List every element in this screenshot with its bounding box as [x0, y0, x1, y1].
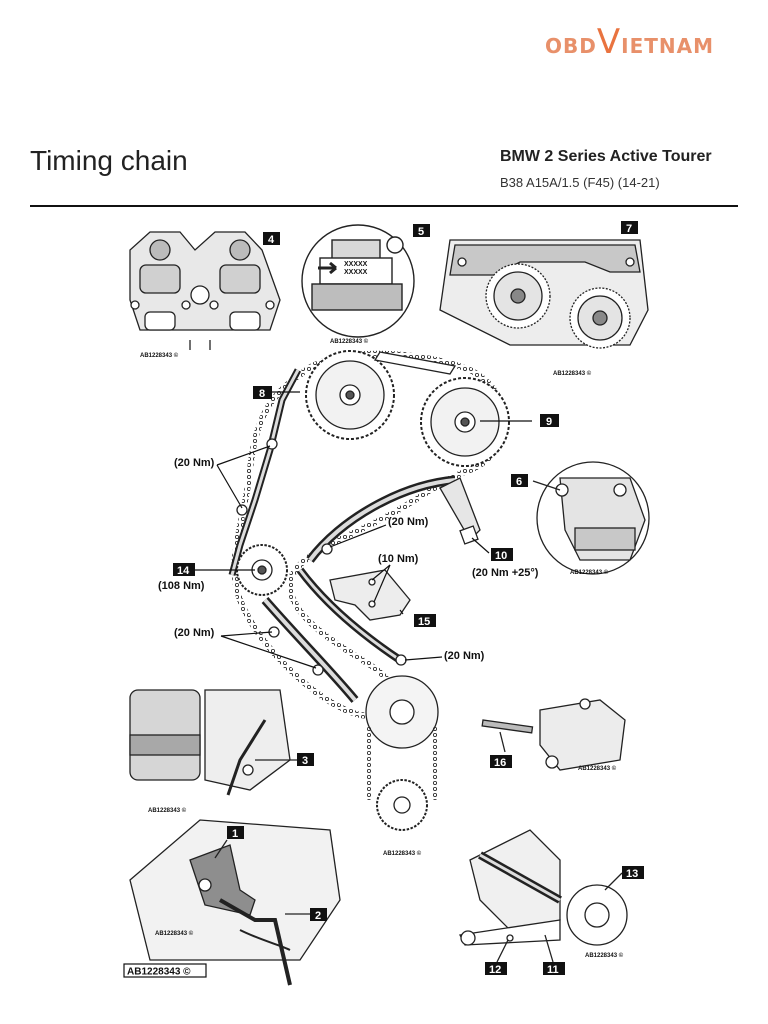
callout-9: 9 — [540, 414, 559, 428]
svg-text:13: 13 — [626, 868, 638, 880]
svg-text:11: 11 — [547, 964, 559, 976]
image-code-13: AB1228343 © — [585, 952, 624, 959]
svg-text:2: 2 — [315, 910, 321, 922]
torque-guide-right: (20 Nm) — [444, 650, 485, 662]
torque-15: (10 Nm) — [378, 553, 419, 565]
torque-guides-top: (20 Nm) — [174, 457, 215, 469]
callout-10: 10 — [491, 548, 513, 562]
mark-text-1: XXXXX — [344, 261, 368, 268]
mark-text-2: XXXXX — [344, 269, 368, 276]
svg-text:5: 5 — [418, 226, 424, 238]
callout-7: 7 — [621, 221, 638, 235]
callout-11: 11 — [543, 962, 565, 976]
torque-10: (20 Nm +25°) — [472, 567, 539, 579]
torque-guides-bottom: (20 Nm) — [174, 627, 215, 639]
image-code-5: AB1228343 © — [330, 338, 369, 345]
panel-camshaft-tool — [439, 239, 649, 349]
image-code-3: AB1228343 © — [148, 807, 187, 814]
image-code-boxed: AB1228343 © — [127, 967, 191, 978]
image-code-1: AB1228343 © — [155, 930, 194, 937]
callout-12: 12 — [485, 962, 507, 976]
callout-1: 1 — [227, 826, 244, 840]
obd-vietnam-logo: OBDVIETNAM — [545, 22, 714, 62]
svg-text:9: 9 — [546, 416, 552, 428]
callout-4: 4 — [263, 232, 280, 246]
panel-tensioner-detail — [532, 461, 650, 575]
image-code-6: AB1228343 © — [570, 569, 609, 576]
callout-6: 6 — [511, 474, 528, 488]
svg-text:12: 12 — [489, 964, 501, 976]
callout-8: 8 — [253, 386, 272, 400]
svg-text:8: 8 — [259, 388, 265, 400]
svg-text:15: 15 — [418, 616, 430, 628]
panel-crank-lock — [129, 819, 341, 986]
logo-prefix: OBD — [545, 34, 597, 58]
svg-text:3: 3 — [302, 755, 308, 767]
logo-v: V — [596, 22, 622, 62]
svg-text:14: 14 — [177, 565, 190, 577]
panel-marking — [301, 224, 415, 338]
callout-2: 2 — [310, 908, 327, 922]
callout-5: 5 — [413, 224, 430, 238]
svg-text:16: 16 — [494, 757, 506, 769]
image-code-16: AB1228343 © — [578, 765, 617, 772]
page-title: Timing chain — [30, 145, 188, 176]
torque-guide-mid: (20 Nm) — [388, 516, 429, 528]
vehicle-model: BMW 2 Series Active Tourer — [500, 148, 712, 165]
callout-3: 3 — [297, 753, 314, 767]
panel-camshafts — [129, 231, 281, 350]
image-code-box — [123, 963, 207, 978]
main-chain-assembly — [228, 350, 510, 831]
logo-suffix: IETNAM — [621, 34, 714, 58]
panel-tensioner-rail — [459, 829, 628, 963]
torque-14: (108 Nm) — [158, 580, 205, 592]
svg-text:4: 4 — [268, 234, 275, 246]
svg-text:7: 7 — [626, 223, 632, 235]
engine-code: B38 A15A/1.5 (F45) (14-21) — [500, 175, 660, 190]
header-divider — [30, 205, 738, 207]
svg-text:1: 1 — [232, 828, 238, 840]
svg-text:6: 6 — [516, 476, 522, 488]
callout-15: 15 — [414, 614, 436, 628]
image-code-7: AB1228343 © — [553, 370, 592, 377]
panel-pin-tool — [481, 698, 626, 771]
image-code-main: AB1228343 © — [383, 850, 422, 857]
leader-lines — [195, 391, 532, 669]
svg-text:10: 10 — [495, 550, 507, 562]
image-code-4: AB1228343 © — [140, 352, 179, 359]
panel-tool-insert — [129, 689, 297, 796]
callout-13: 13 — [622, 866, 644, 880]
callout-16: 16 — [490, 755, 512, 769]
callout-14: 14 — [173, 563, 195, 577]
